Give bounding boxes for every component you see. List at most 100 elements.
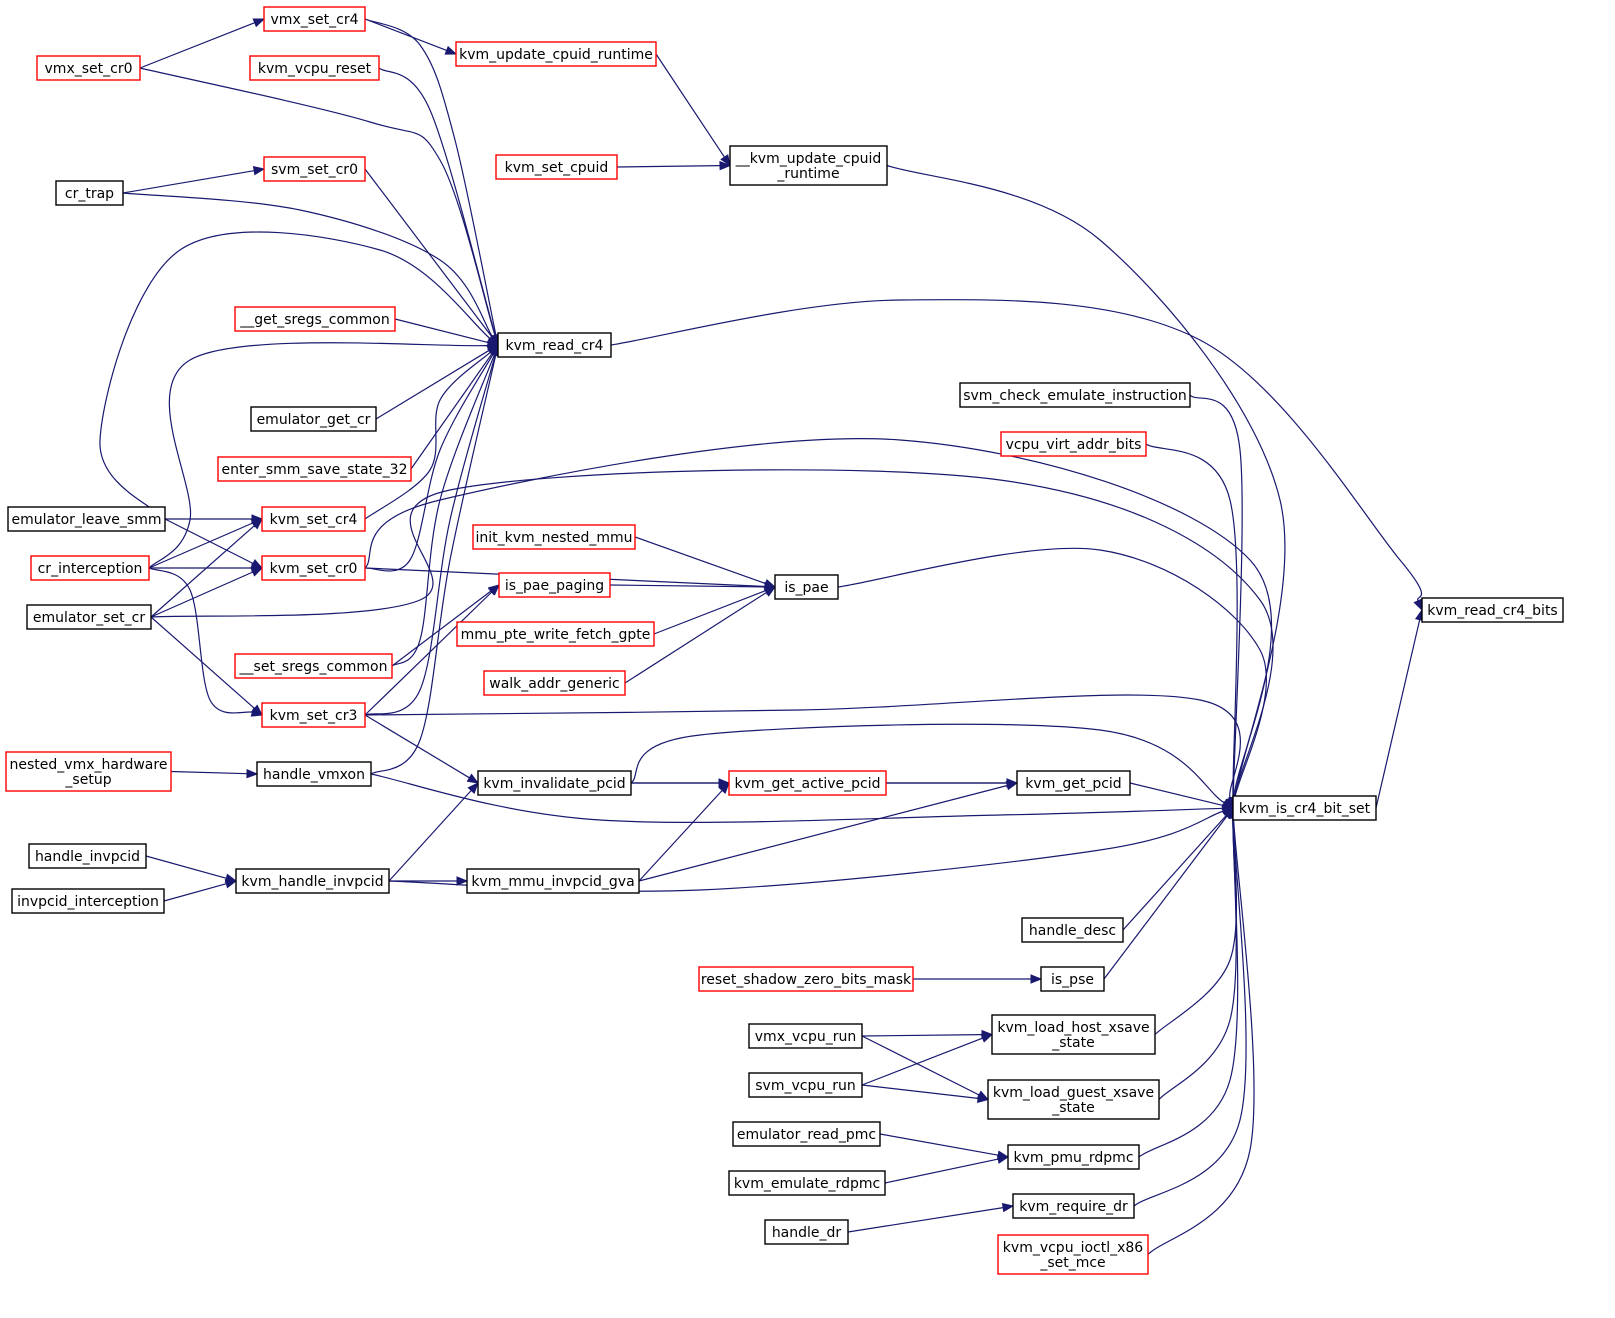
- node-box: [748, 1072, 863, 1098]
- node-handle-invpcid[interactable]: handle_invpcid: [28, 843, 147, 869]
- node-label: _state: [1051, 1100, 1094, 1116]
- node-kvm-pmu-rdpmc[interactable]: kvm_pmu_rdpmc: [1007, 1144, 1140, 1170]
- edge-vmx_set_cr0-to-vmx_set_cr4: [139, 18, 266, 69]
- node-kvm-emulate-rdpmc[interactable]: kvm_emulate_rdpmc: [728, 1170, 886, 1196]
- node-label: kvm_vcpu_ioctl_x86: [1003, 1240, 1143, 1256]
- node-box: [28, 843, 147, 869]
- node-is-pse[interactable]: is_pse: [1040, 966, 1105, 992]
- edge-invpcid_interception-to-kvm_handle_invpcid: [163, 879, 238, 902]
- node-kvm-is-cr4-bit-set[interactable]: kvm_is_cr4_bit_set: [1232, 795, 1377, 821]
- node-box: [498, 572, 611, 598]
- node-label: kvm_vcpu_reset: [258, 61, 372, 77]
- node-box: [1021, 917, 1124, 943]
- node-box: [30, 555, 150, 581]
- nodes-layer: vmx_set_cr4 vmx_set_cr0 kvm_vcpu_reset kvm_…: [5, 6, 1564, 1275]
- node-set-sregs-common[interactable]: __set_sregs_common: [234, 653, 393, 679]
- node-invpcid-interception[interactable]: invpcid_interception: [11, 888, 165, 914]
- node-kvm-get-pcid[interactable]: kvm_get_pcid: [1016, 770, 1131, 796]
- node-kvm-load-guest-xsave-state[interactable]: kvm_load_guest_xsave_state: [987, 1079, 1160, 1120]
- node-label: svm_vcpu_run: [755, 1078, 855, 1094]
- node-mmu-pte-write-fetch-gpte[interactable]: mmu_pte_write_fetch_gpte: [456, 621, 655, 647]
- node-reset-shadow-zero-bits-mask[interactable]: reset_shadow_zero_bits_mask: [698, 966, 914, 992]
- node-box: [217, 456, 412, 482]
- node-cr-trap[interactable]: cr_trap: [55, 180, 124, 206]
- node-handle-vmxon[interactable]: handle_vmxon: [256, 761, 372, 787]
- edge-kvm_set_cpuid-to-__kvm_update_cpuid_runtime: [616, 160, 732, 171]
- node-walk-addr-generic[interactable]: walk_addr_generic: [483, 670, 626, 696]
- node-kvm-set-cr4[interactable]: kvm_set_cr4: [261, 506, 366, 532]
- arrowhead: [250, 567, 264, 577]
- node-emulator-leave-smm[interactable]: emulator_leave_smm: [7, 506, 166, 532]
- edge-line: [388, 789, 472, 882]
- node-emulator-get-cr[interactable]: emulator_get_cr: [250, 406, 377, 432]
- node-enter-smm-save-state-32[interactable]: enter_smm_save_state_32: [217, 456, 412, 482]
- node-kvm-get-active-pcid[interactable]: kvm_get_active_pcid: [728, 770, 887, 796]
- edge-kvm_mmu_invpcid_gva-to-kvm_get_pcid: [638, 781, 1019, 882]
- edge-line: [638, 784, 1008, 882]
- node-kvm-set-cr0[interactable]: kvm_set_cr0: [261, 555, 366, 581]
- node-kvm-update-cpuid-runtime[interactable]: __kvm_update_cpuid_runtime: [729, 145, 888, 186]
- node-label: kvm_get_active_pcid: [735, 776, 881, 792]
- node-kvm-vcpu-ioctl-x86-set-mce[interactable]: kvm_vcpu_ioctl_x86_set_mce: [997, 1234, 1149, 1275]
- edge-handle_dr-to-kvm_require_dr: [847, 1202, 1015, 1233]
- node-label: vmx_set_cr4: [271, 12, 359, 28]
- node-init-kvm-nested-mmu[interactable]: init_kvm_nested_mmu: [472, 524, 636, 550]
- arrowhead: [466, 773, 480, 784]
- edge-vmx_set_cr0-to-kvm_read_cr4: [139, 67, 500, 347]
- node-box: [26, 604, 152, 630]
- node-handle-dr[interactable]: handle_dr: [764, 1219, 849, 1245]
- node-get-sregs-common[interactable]: __get_sregs_common: [234, 306, 396, 332]
- node-kvm-invalidate-pcid[interactable]: kvm_invalidate_pcid: [477, 770, 632, 796]
- node-label: kvm_handle_invpcid: [241, 874, 383, 890]
- node-vcpu-virt-addr-bits[interactable]: vcpu_virt_addr_bits: [1000, 431, 1147, 457]
- edge-kvm_update_cpuid_runtime-to-__kvm_update_cpuid_runtime: [655, 53, 731, 167]
- node-kvm-set-cr3[interactable]: kvm_set_cr3: [261, 702, 366, 728]
- arrowhead: [1413, 598, 1423, 612]
- node-kvm-read-cr4-bits[interactable]: kvm_read_cr4_bits: [1421, 597, 1564, 623]
- edge-line: [150, 571, 254, 618]
- node-label: handle_dr: [772, 1225, 842, 1241]
- edge-handle_vmxon-to-kvm_read_cr4: [370, 343, 501, 775]
- node-label: kvm_pmu_rdpmc: [1013, 1150, 1133, 1166]
- node-label: enter_smm_save_state_32: [222, 462, 408, 478]
- node-label: _runtime: [776, 166, 839, 182]
- edge-line: [394, 318, 489, 344]
- node-label: is_pae: [784, 580, 828, 596]
- node-vmx-set-cr4[interactable]: vmx_set_cr4: [263, 6, 366, 32]
- node-cr-interception[interactable]: cr_interception: [30, 555, 150, 581]
- node-is-pae-paging[interactable]: is_pae_paging: [498, 572, 611, 598]
- node-vmx-vcpu-run[interactable]: vmx_vcpu_run: [748, 1023, 863, 1049]
- node-label: __get_sregs_common: [239, 312, 390, 328]
- node-nested-vmx-hardware-setup[interactable]: nested_vmx_hardware_setup: [5, 751, 172, 792]
- node-kvm-update-cpuid-runtime[interactable]: kvm_update_cpuid_runtime: [455, 41, 657, 67]
- edge-line: [150, 616, 255, 709]
- node-svm-set-cr0[interactable]: svm_set_cr0: [263, 156, 366, 182]
- node-emulator-read-pmc[interactable]: emulator_read_pmc: [732, 1121, 881, 1147]
- node-kvm-set-cpuid[interactable]: kvm_set_cpuid: [495, 154, 618, 180]
- edge-line: [164, 518, 254, 565]
- node-box: [483, 670, 626, 696]
- edge-line: [375, 349, 490, 420]
- node-svm-vcpu-run[interactable]: svm_vcpu_run: [748, 1072, 863, 1098]
- node-kvm-require-dr[interactable]: kvm_require_dr: [1012, 1193, 1135, 1219]
- edge-emulator_leave_smm-to-kvm_set_cr4: [165, 514, 264, 524]
- node-kvm-read-cr4[interactable]: kvm_read_cr4: [497, 332, 612, 358]
- node-handle-desc[interactable]: handle_desc: [1021, 917, 1124, 943]
- node-svm-check-emulate-instruction[interactable]: svm_check_emulate_instruction: [959, 382, 1191, 408]
- edge-line: [634, 536, 766, 585]
- node-kvm-load-host-xsave-state[interactable]: kvm_load_host_xsave_state: [991, 1014, 1156, 1055]
- edge-emulator_read_pmc-to-kvm_pmu_rdpmc: [879, 1133, 1010, 1160]
- node-kvm-vcpu-reset[interactable]: kvm_vcpu_reset: [249, 55, 380, 81]
- edge-line: [378, 67, 496, 336]
- node-vmx-set-cr0[interactable]: vmx_set_cr0: [36, 55, 141, 81]
- node-is-pae[interactable]: is_pae: [774, 574, 839, 600]
- arrowhead: [718, 782, 730, 794]
- arrowhead: [252, 18, 266, 28]
- node-label: kvm_invalidate_pcid: [483, 776, 625, 792]
- node-kvm-handle-invpcid[interactable]: kvm_handle_invpcid: [235, 868, 390, 894]
- edge-line: [364, 714, 470, 779]
- node-label: cr_trap: [65, 186, 114, 202]
- node-emulator-set-cr[interactable]: emulator_set_cr: [26, 604, 152, 630]
- node-kvm-mmu-invpcid-gva[interactable]: kvm_mmu_invpcid_gva: [466, 868, 640, 894]
- node-label: __kvm_update_cpuid: [735, 151, 882, 167]
